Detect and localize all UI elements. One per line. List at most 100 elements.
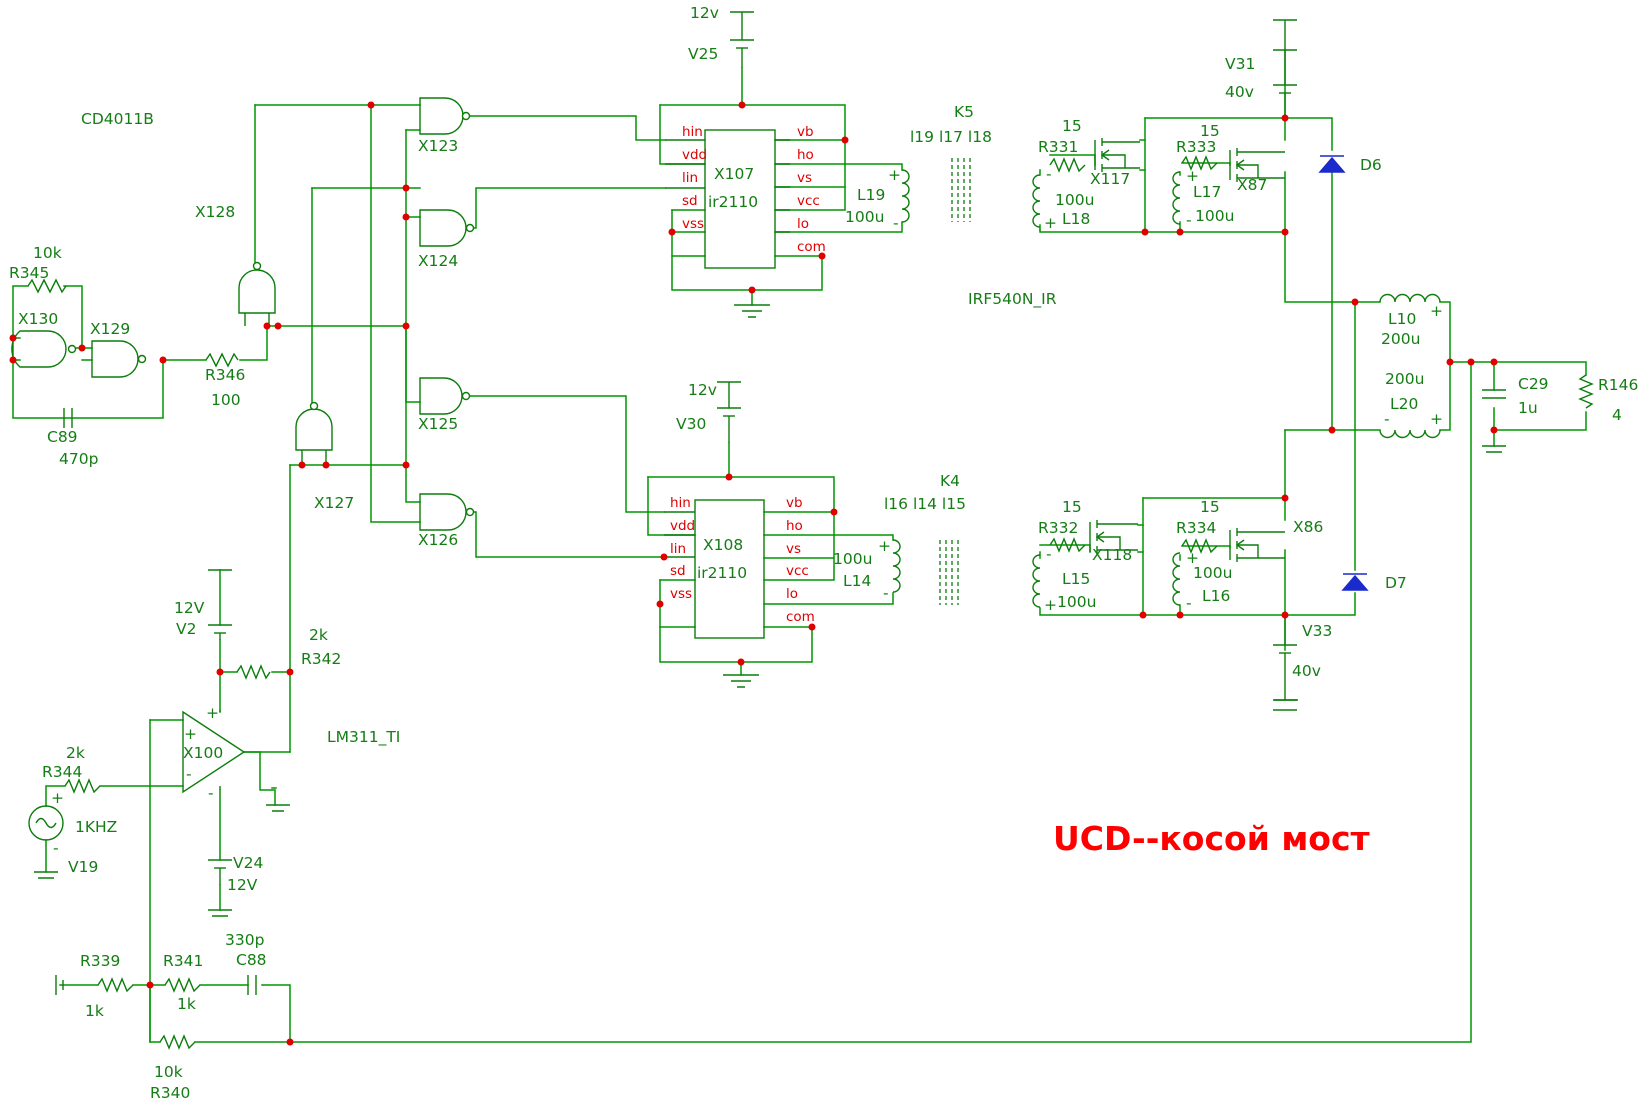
label-c88: C88 bbox=[236, 951, 267, 969]
l20-plus-mark: + bbox=[1430, 410, 1443, 428]
label-cd4011b: CD4011B bbox=[81, 110, 154, 128]
x108-ic bbox=[664, 499, 765, 639]
label-x117: X117 bbox=[1090, 170, 1130, 188]
x108-pin-labels: hin vdd lin sd vss vb ho vs vcc lo com bbox=[670, 495, 815, 625]
label-x108-type: ir2110 bbox=[697, 564, 747, 582]
label-r346-value: 100 bbox=[211, 391, 241, 409]
l16-minus-mark: - bbox=[1186, 594, 1192, 612]
x107-pin-vcc: vcc bbox=[797, 193, 820, 209]
label-r341: R341 bbox=[163, 952, 203, 970]
label-r332-value: 15 bbox=[1062, 498, 1082, 516]
x107-pin-vdd: vdd bbox=[682, 147, 707, 163]
label-v31: V31 bbox=[1225, 55, 1255, 73]
x100-minus-input-mark: - bbox=[186, 765, 192, 783]
v19-plus-mark: + bbox=[51, 789, 64, 807]
label-r344: R344 bbox=[42, 763, 82, 781]
label-r342-value: 2k bbox=[309, 626, 328, 644]
l19-minus-mark: - bbox=[893, 214, 899, 232]
label-r332: R332 bbox=[1038, 519, 1078, 537]
label-l15-value: 100u bbox=[1057, 593, 1096, 611]
label-v19-value: 1KHZ bbox=[75, 818, 117, 836]
l16-plus-mark: + bbox=[1186, 549, 1199, 567]
v2-battery bbox=[208, 569, 232, 640]
x107-ic bbox=[665, 129, 790, 269]
ac-source-v19 bbox=[28, 805, 64, 841]
x108-pin-vdd: vdd bbox=[670, 518, 695, 534]
label-v24-value: 12V bbox=[227, 876, 258, 894]
x107-pin-hin: hin bbox=[682, 124, 703, 140]
label-r341-value: 1k bbox=[177, 995, 196, 1013]
label-v19: V19 bbox=[68, 858, 98, 876]
label-v25-value: 12v bbox=[690, 4, 719, 22]
l17-plus-mark: + bbox=[1186, 167, 1199, 185]
label-c29-value: 1u bbox=[1518, 399, 1538, 417]
label-c89-value: 470p bbox=[59, 450, 98, 468]
label-x123: X123 bbox=[418, 137, 458, 155]
nand-gates bbox=[11, 97, 475, 531]
label-v2-value: 12V bbox=[174, 599, 205, 617]
label-v25: V25 bbox=[688, 45, 718, 63]
label-d6: D6 bbox=[1360, 156, 1382, 174]
l15-plus-mark: + bbox=[1044, 596, 1057, 614]
label-x124: X124 bbox=[418, 252, 458, 270]
label-l14: L14 bbox=[843, 572, 871, 590]
l19-plus-mark: + bbox=[888, 166, 901, 184]
label-l20-value: 200u bbox=[1385, 370, 1424, 388]
label-r339: R339 bbox=[80, 952, 120, 970]
component-labels: CD4011B X128 X123 X124 X125 X126 X127 X1… bbox=[9, 4, 1638, 1102]
label-r333-value: 15 bbox=[1200, 122, 1220, 140]
label-v33: V33 bbox=[1302, 622, 1332, 640]
label-k5-list: l19 l17 l18 bbox=[910, 128, 992, 146]
input-battery bbox=[55, 975, 64, 995]
x108-pin-vb: vb bbox=[786, 495, 803, 511]
label-l18-value: 100u bbox=[1055, 191, 1094, 209]
label-x87: X87 bbox=[1237, 176, 1267, 194]
label-x100: X100 bbox=[183, 744, 223, 762]
label-l10-value: 200u bbox=[1381, 330, 1420, 348]
label-r340-value: 10k bbox=[154, 1063, 183, 1081]
label-r342: R342 bbox=[301, 650, 341, 668]
label-x118: X118 bbox=[1092, 546, 1132, 564]
label-d7: D7 bbox=[1385, 574, 1407, 592]
label-r146: R146 bbox=[1598, 376, 1638, 394]
x108-pin-lo: lo bbox=[786, 586, 798, 602]
label-x130: X130 bbox=[18, 310, 58, 328]
label-l19-value: 100u bbox=[845, 208, 884, 226]
label-l19: L19 bbox=[857, 186, 885, 204]
x100-plus-input-mark: + bbox=[184, 725, 197, 743]
label-v24: V24 bbox=[233, 854, 263, 872]
x108-pin-vss: vss bbox=[670, 586, 692, 602]
inductors bbox=[892, 158, 1441, 608]
label-r346: R346 bbox=[205, 366, 245, 384]
x108-pin-sd: sd bbox=[670, 563, 686, 579]
mosfets bbox=[1089, 138, 1285, 562]
label-r331-value: 15 bbox=[1062, 117, 1082, 135]
label-k5: K5 bbox=[954, 103, 974, 121]
v31-battery bbox=[1273, 19, 1297, 118]
label-x107: X107 bbox=[714, 165, 754, 183]
label-r339-value: 1k bbox=[85, 1002, 104, 1020]
ground-symbols bbox=[34, 304, 1506, 917]
x100-minus-supply-mark: - bbox=[208, 784, 214, 802]
v19-minus-mark: - bbox=[53, 839, 59, 857]
label-r146-value: 4 bbox=[1612, 406, 1622, 424]
label-x129: X129 bbox=[90, 320, 130, 338]
x108-pin-ho: ho bbox=[786, 518, 803, 534]
x108-pin-hin: hin bbox=[670, 495, 691, 511]
l18-minus-mark: - bbox=[1046, 165, 1052, 183]
l15-minus-mark: - bbox=[1046, 545, 1052, 563]
x107-pin-lin: lin bbox=[682, 170, 698, 186]
x108-pin-vcc: vcc bbox=[786, 563, 809, 579]
label-r331: R331 bbox=[1038, 138, 1078, 156]
label-c88-value: 330p bbox=[225, 931, 264, 949]
l20-minus-mark: - bbox=[1384, 410, 1390, 428]
label-k4: K4 bbox=[940, 472, 960, 490]
label-x86: X86 bbox=[1293, 518, 1323, 536]
diodes bbox=[1318, 155, 1369, 591]
comparator-x100 bbox=[182, 710, 246, 794]
x108-pin-vs: vs bbox=[786, 541, 801, 557]
label-r344-value: 2k bbox=[66, 744, 85, 762]
label-l17: L17 bbox=[1193, 183, 1221, 201]
capacitors bbox=[63, 389, 1506, 995]
